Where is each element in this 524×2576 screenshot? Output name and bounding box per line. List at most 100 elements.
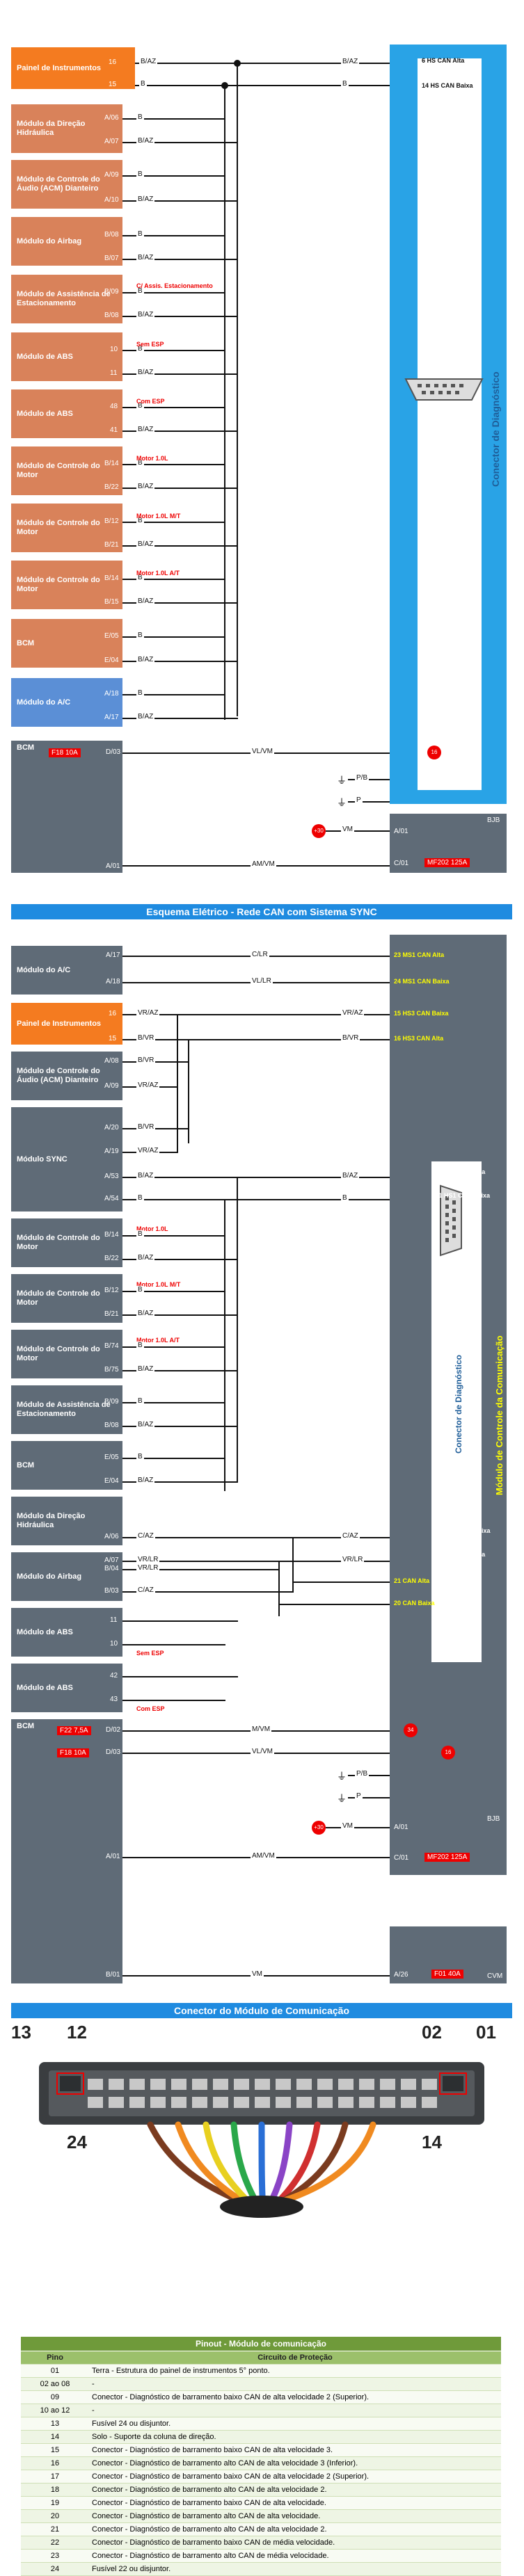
pino-cell: 16 — [21, 2456, 89, 2470]
conn-pin-6-label: HS CAN Alta — [427, 57, 465, 64]
battery-plus30: +30 — [312, 824, 326, 838]
wire-label: B/AZ — [136, 1310, 155, 1317]
wire-label: C/AZ — [136, 1586, 155, 1594]
wire — [122, 1676, 238, 1677]
pin-label: D/03 — [106, 748, 121, 756]
wire-label: VM — [341, 826, 354, 833]
module-motor-3: Módulo de Controle do Motor — [11, 561, 122, 609]
wire-label: B/AZ — [136, 656, 155, 663]
lbl: HS1 CAN Baixa — [444, 1192, 491, 1199]
pin-label: B/09 — [104, 1398, 119, 1406]
pino-cell: 09 — [21, 2390, 89, 2404]
pin-label: A/26 — [394, 1971, 408, 1979]
comm-module-label: Módulo de Controle da Comunicação — [494, 1335, 505, 1495]
module-name: Módulo da Direção Hidráulica — [17, 120, 86, 137]
pin-label: A/09 — [104, 171, 119, 179]
battery-plus30: +30 — [312, 1821, 326, 1835]
conn-pin-6-num: 6 — [422, 57, 426, 64]
wire-p — [348, 801, 390, 803]
s2-module-ac: Módulo do A/C — [11, 946, 122, 995]
pin-label: A/10 — [104, 196, 119, 204]
fuse-mf202: MF202 125A — [424, 858, 470, 867]
circuito-cell: Terra - Estrutura do painel de instrumen… — [89, 2364, 501, 2378]
sync-conn-11: 11 HS1 CAN Baixa — [436, 1192, 490, 1199]
module-name: Módulo SYNC — [17, 1154, 68, 1164]
wire-label: P — [355, 1792, 363, 1800]
module-name: Painel de Instrumentos — [17, 1019, 102, 1028]
pin-label: B/21 — [104, 1310, 119, 1318]
circuito-cell: Conector - Diagnóstico de barramento bai… — [89, 2536, 501, 2550]
pin-label: 10 — [110, 1640, 118, 1648]
module-name: Módulo de ABS — [17, 352, 73, 361]
ground-icon: ⏚ — [337, 775, 347, 786]
pin-label: B/03 — [104, 1587, 119, 1595]
wire-label: VL/VM — [251, 1748, 275, 1755]
wire-label: P — [355, 796, 363, 804]
wire-top — [135, 63, 390, 64]
pin-label: E/04 — [104, 1477, 119, 1485]
wire-label: B/VR — [341, 1034, 360, 1042]
pin-number-13: 13 — [11, 2022, 31, 2043]
wire — [122, 636, 225, 638]
pin-label: A/01 — [106, 1853, 120, 1860]
circuito-cell: Conector - Diagnóstico de barramento bai… — [89, 2443, 501, 2457]
pin-label: A/19 — [104, 1148, 119, 1155]
module-name: Módulo de ABS — [17, 1683, 73, 1692]
pin-bar — [122, 47, 135, 89]
module-name: Módulo do Airbag — [17, 236, 82, 245]
header-pino: Pino — [21, 2351, 89, 2365]
s2-module-assist: Módulo de Assistência de Estacionamento — [11, 1385, 122, 1434]
note-sem-esp: Sem ESP — [136, 341, 164, 348]
fuse-f22: F22 7,5A — [57, 1726, 91, 1735]
bus-vr-az — [177, 1014, 178, 1153]
circuito-cell: Fusível 22 ou disjuntor. — [89, 2562, 501, 2576]
num: 22 — [436, 1168, 443, 1175]
pin-label: A/17 — [104, 714, 119, 721]
wire-label: B — [136, 170, 144, 178]
wire-label: AM/VM — [251, 860, 276, 868]
wire-label: B/AZ — [136, 483, 155, 490]
circuito-cell: - — [89, 2404, 501, 2417]
wire-bottom — [135, 85, 390, 86]
s2-module-painel: Painel de Instrumentos — [11, 1003, 122, 1045]
pin-label: A/20 — [104, 1124, 119, 1132]
section2-diagram: Módulo de Controle da Comunicação Conect… — [0, 925, 524, 1996]
pin-label: 43 — [110, 1696, 118, 1703]
wire-label: AM/VM — [251, 1852, 276, 1860]
wire — [122, 464, 225, 465]
module-painel-instrumentos: Painel de Instrumentos — [11, 47, 122, 89]
pin-label: C/01 — [394, 1854, 409, 1862]
pino-cell: 20 — [21, 2509, 89, 2523]
pino-cell: 24 — [21, 2562, 89, 2576]
wire — [122, 488, 238, 489]
module-name: Módulo de ABS — [17, 1627, 73, 1636]
pin-label: B/21 — [104, 541, 119, 549]
wire — [122, 1537, 390, 1538]
wire — [122, 1569, 280, 1570]
pin-label: A/06 — [104, 1533, 119, 1540]
module-name: Módulo de Assistência de Estacionamento — [17, 290, 111, 307]
pin-label: 48 — [110, 403, 118, 410]
circuito-cell: Fusível 24 ou disjuntor. — [89, 2417, 501, 2431]
wire — [122, 1644, 225, 1645]
module-motor-2: Módulo de Controle do Motor — [11, 504, 122, 552]
wire — [122, 1370, 238, 1371]
circuito-cell: Conector - Diagnóstico de barramento alt… — [89, 2522, 501, 2536]
pin-label: A/53 — [104, 1173, 119, 1180]
wire-label: B/AZ — [139, 58, 158, 65]
pin-label: 15 — [109, 1035, 117, 1043]
pin-label: A/01 — [106, 862, 120, 870]
obd-connector-icon — [404, 378, 484, 401]
wire — [122, 1235, 225, 1237]
module-name: Módulo de Controle do Áudio (ACM) Diante… — [17, 1067, 100, 1084]
pino-cell: 01 — [21, 2364, 89, 2378]
conn-label: 15 HS3 CAN Baixa — [394, 1010, 449, 1017]
pin-label: B/75 — [104, 1366, 119, 1374]
note: Motor 1.0L — [136, 1225, 168, 1232]
module-name: BCM — [17, 1460, 35, 1470]
wire-label: B/AZ — [136, 1172, 155, 1180]
wire-vm — [326, 1827, 390, 1828]
